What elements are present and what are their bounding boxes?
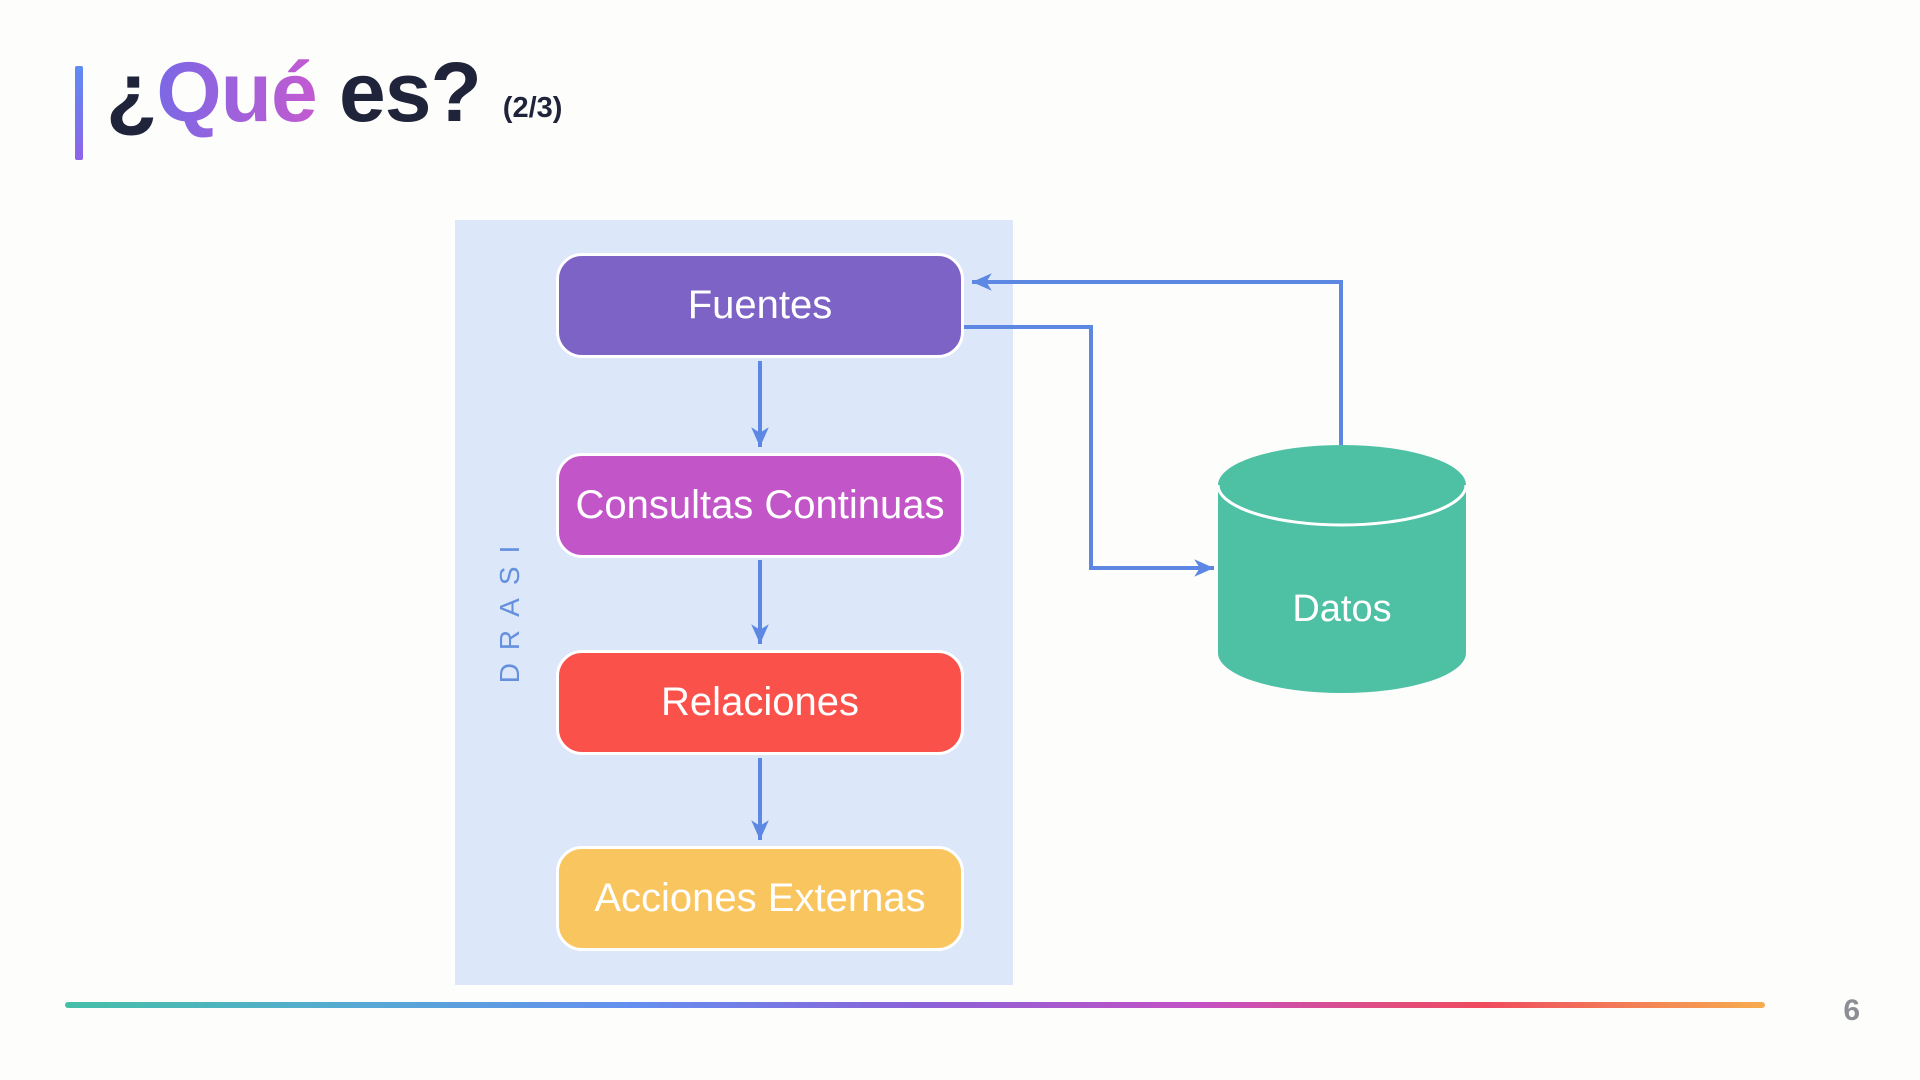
page-number: 6: [1843, 994, 1860, 1027]
node-consultas-continuas: Consultas Continuas: [556, 453, 964, 558]
title-counter: (2/3): [502, 92, 563, 124]
title-highlight: Qué: [156, 45, 317, 139]
title-accent-bar: [75, 66, 83, 160]
node-acciones-externas: Acciones Externas: [556, 846, 964, 951]
title-rest: es?: [316, 45, 482, 139]
datastore-cylinder: [1216, 445, 1468, 693]
arrow-datos-to-fuentes: [972, 273, 1343, 445]
datastore-label: Datos: [1292, 588, 1392, 630]
drasi-group-label: DRASI: [494, 532, 525, 684]
page-title: ¿Qué es? (2/3): [106, 50, 562, 134]
footer-gradient-line: [65, 1002, 1765, 1008]
title-opening: ¿: [106, 45, 157, 139]
node-fuentes: Fuentes: [556, 253, 964, 358]
page-title-text: ¿Qué es?: [106, 50, 482, 134]
node-relaciones: Relaciones: [556, 650, 964, 755]
